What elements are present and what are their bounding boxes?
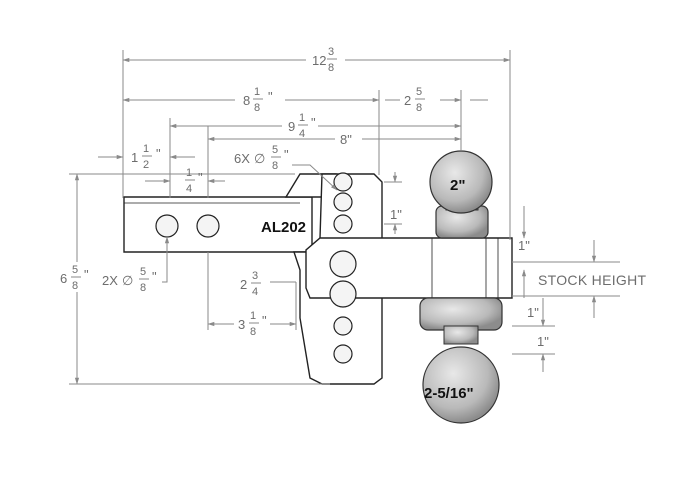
svg-text:": " — [262, 313, 267, 328]
svg-text:8: 8 — [254, 102, 260, 114]
shank-pin-hole — [155, 214, 179, 238]
svg-text:12: 12 — [312, 53, 326, 68]
svg-text:1: 1 — [250, 310, 256, 322]
dim-ball-offset: 2 5 8 — [404, 86, 425, 114]
dim-hole-spacing-lower-2: 1" — [537, 334, 549, 349]
mount-hole — [329, 280, 357, 308]
dim-pin-spacing: 1 1 2 " — [131, 143, 161, 171]
svg-text:1: 1 — [254, 86, 260, 98]
svg-text:9: 9 — [288, 119, 295, 134]
bottom-ball-size-label: 2-5/16" — [424, 385, 474, 402]
svg-text:1: 1 — [143, 143, 149, 155]
svg-text:4: 4 — [299, 128, 305, 140]
svg-text:5: 5 — [72, 264, 78, 276]
svg-text:": " — [268, 89, 273, 104]
dim-pin-offset: 1 4 " — [185, 167, 203, 195]
svg-text:8: 8 — [243, 93, 250, 108]
top-ball — [429, 150, 493, 239]
svg-text:5: 5 — [272, 144, 278, 156]
svg-text:3: 3 — [328, 46, 334, 58]
dim-mount-holes: 6X ∅ 5 8 " — [234, 144, 289, 172]
svg-text:": " — [84, 267, 89, 282]
svg-text:8: 8 — [140, 282, 146, 294]
dim-hole-spacing-upper: 1" — [390, 207, 402, 222]
dim-shank-holes: 2X ∅ 5 8 " — [102, 266, 157, 294]
svg-text:5: 5 — [140, 266, 146, 278]
bottom-ball — [419, 297, 503, 424]
dim-shank-to-mount: 8 1 8 " — [243, 86, 273, 114]
svg-text:∅: ∅ — [254, 151, 265, 166]
svg-text:2X: 2X — [102, 273, 118, 288]
dim-total-height: 6 5 8 " — [60, 264, 89, 292]
svg-text:1: 1 — [299, 112, 305, 124]
svg-text:": " — [152, 269, 157, 284]
svg-text:1: 1 — [131, 150, 138, 165]
svg-text:": " — [311, 115, 316, 130]
svg-text:8: 8 — [250, 326, 256, 338]
svg-text:2: 2 — [240, 277, 247, 292]
svg-text:": " — [284, 147, 289, 162]
dim-hole-spacing-right: 1" — [518, 238, 530, 253]
dimension-lines — [69, 50, 620, 385]
dim-hole-to-ball: 8" — [340, 132, 352, 147]
mount-hole — [329, 250, 357, 278]
mount-hole — [333, 192, 353, 212]
svg-text:2: 2 — [143, 159, 149, 171]
svg-text:4: 4 — [186, 183, 192, 195]
svg-text:": " — [156, 146, 161, 161]
shank-pin-hole — [196, 214, 220, 238]
svg-text:1: 1 — [186, 167, 192, 179]
dim-drop: 2 3 4 — [240, 270, 261, 298]
dim-hole-spacing-lower-1: 1" — [527, 305, 539, 320]
hitch-part — [123, 150, 513, 424]
svg-text:∅: ∅ — [122, 273, 133, 288]
mount-hole — [333, 172, 353, 192]
svg-text:3: 3 — [252, 270, 258, 282]
mount-hole — [333, 316, 353, 336]
svg-text:8: 8 — [328, 62, 334, 74]
mount-hole — [333, 344, 353, 364]
svg-text:5: 5 — [416, 86, 422, 98]
svg-text:8: 8 — [272, 160, 278, 172]
ball-mount-bar — [305, 237, 513, 299]
top-ball-size-label: 2" — [450, 177, 465, 194]
svg-text:8: 8 — [72, 280, 78, 292]
stock-height-label: STOCK HEIGHT — [538, 272, 647, 288]
svg-text:4: 4 — [252, 286, 258, 298]
svg-text:3: 3 — [238, 317, 245, 332]
svg-text:": " — [198, 170, 203, 185]
mount-hole — [333, 214, 353, 234]
model-label: AL202 — [261, 219, 306, 236]
svg-text:6X: 6X — [234, 151, 250, 166]
dim-pin-to-ball: 9 1 4 " — [288, 112, 316, 140]
svg-text:6: 6 — [60, 271, 67, 286]
svg-text:8: 8 — [416, 102, 422, 114]
dim-rise-length: 3 1 8 " — [238, 310, 267, 338]
dim-overall-length: 12 3 8 — [312, 46, 337, 74]
svg-text:2: 2 — [404, 93, 411, 108]
